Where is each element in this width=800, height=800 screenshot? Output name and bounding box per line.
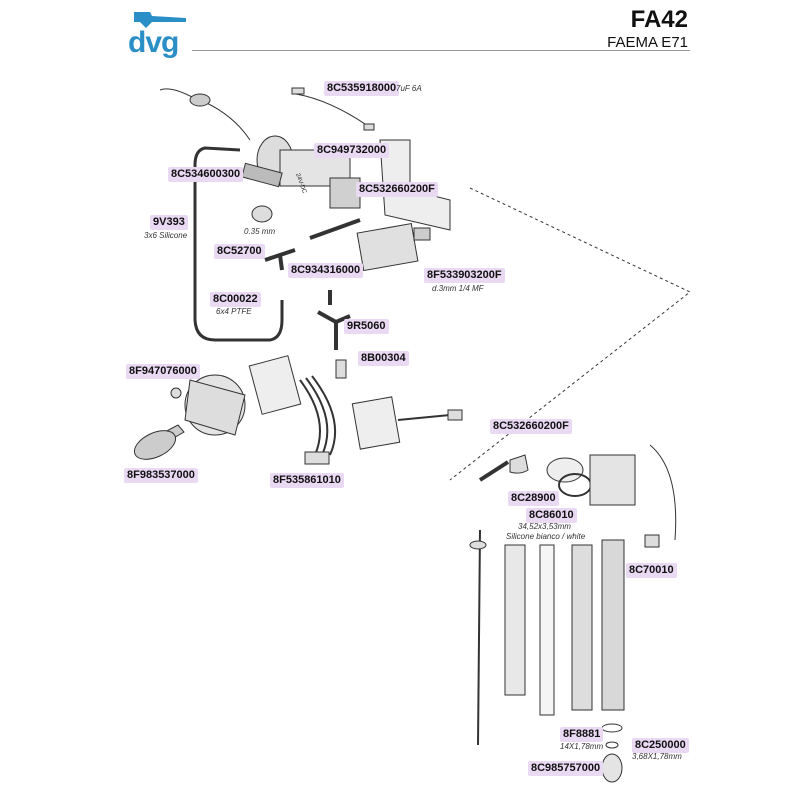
temperature-probe — [477, 529, 481, 746]
rotary-switch — [351, 396, 401, 450]
part-label[interactable]: 8C532660200F — [490, 419, 572, 434]
part-label[interactable]: 8C28900 — [508, 491, 559, 506]
part-note: 7uF 6A — [396, 84, 422, 93]
switch-cables — [299, 379, 321, 456]
switch-wires — [397, 414, 451, 421]
nozzle-size-note: 0.35 mm — [244, 227, 276, 236]
knob-cam — [184, 379, 246, 436]
capacitor-end — [363, 123, 375, 131]
part-label[interactable]: 8C52700 — [214, 244, 265, 259]
boiler-tube-2 — [539, 544, 555, 716]
boiler-head — [589, 454, 636, 506]
solenoid-valve — [356, 223, 419, 272]
sensor-plug — [644, 534, 660, 548]
logo-text: dvg — [128, 26, 179, 59]
part-label[interactable]: 9V393 — [150, 215, 188, 230]
part-label[interactable]: 8F947076000 — [126, 364, 200, 379]
part-note: 3,68X1,78mm — [632, 752, 682, 761]
elbow-fitting — [509, 454, 529, 474]
silicone-note: Silicone bianco / white — [506, 532, 586, 541]
boiler-tube-3 — [601, 539, 625, 711]
capacitor — [291, 87, 305, 95]
knob-grip — [133, 430, 177, 460]
dashed-leader — [449, 187, 691, 481]
boiler-flange — [546, 457, 584, 483]
part-note: 14X1,78mm — [560, 742, 604, 751]
part-label[interactable]: 8F533903200F — [424, 268, 505, 283]
short-tube — [478, 460, 510, 482]
part-label[interactable]: 8C949732000 — [314, 143, 390, 158]
switch-plug — [447, 409, 463, 421]
probe-cable — [159, 88, 251, 141]
part-label[interactable]: 8F8881 — [560, 727, 604, 742]
part-label[interactable]: 8C00022 — [210, 292, 261, 307]
part-label[interactable]: 8C532660200F — [356, 182, 438, 197]
mounting-bracket — [379, 139, 451, 231]
boiler-tube-1 — [504, 544, 526, 696]
part-note: d.3mm 1/4 MF — [432, 284, 484, 293]
header-rule — [192, 50, 690, 51]
oring-8c250000 — [605, 741, 619, 749]
probe-plug — [189, 93, 211, 107]
part-label[interactable]: 8C985757000 — [528, 761, 604, 776]
nozzle-fitting — [251, 205, 273, 223]
cable-connector — [304, 451, 330, 465]
heating-element — [571, 544, 593, 711]
small-washer — [170, 387, 182, 399]
end-cap — [601, 753, 623, 783]
probe-collar — [469, 540, 487, 550]
capacitor-wire — [295, 93, 369, 127]
heating-nozzle — [241, 162, 283, 188]
part-label[interactable]: 8C86010 — [526, 508, 577, 523]
y-fitting — [317, 310, 351, 350]
sensor-cable — [649, 444, 677, 541]
part-label[interactable]: 8C934316000 — [288, 263, 364, 278]
switch-body — [248, 355, 302, 415]
rubber-plug — [335, 359, 347, 379]
dvg-logo-mark-icon — [134, 12, 186, 28]
part-label[interactable]: 8C250000 — [632, 738, 689, 753]
oring-8f8881 — [601, 723, 623, 733]
part-note: 34,52x3,53mm — [518, 522, 571, 531]
product-code: FA42 — [630, 6, 688, 33]
part-label[interactable]: 8B00304 — [358, 351, 409, 366]
silicone-hose — [193, 146, 284, 342]
machine-model: FAEMA E71 — [607, 34, 688, 51]
part-label[interactable]: 8C70010 — [626, 563, 677, 578]
part-label[interactable]: 8C534600300 — [168, 167, 244, 182]
part-label[interactable]: 8F535861010 — [270, 473, 344, 488]
valve-fitting — [413, 227, 431, 241]
part-note: 6x4 PTFE — [216, 307, 252, 316]
part-label[interactable]: 8C535918000 — [324, 81, 400, 96]
part-label[interactable]: 8F983537000 — [124, 468, 198, 483]
part-note: 3x6 Silicone — [144, 231, 188, 240]
t-fitting — [264, 248, 296, 271]
ptfe-tube — [309, 218, 361, 240]
part-label[interactable]: 9R5060 — [344, 319, 389, 334]
